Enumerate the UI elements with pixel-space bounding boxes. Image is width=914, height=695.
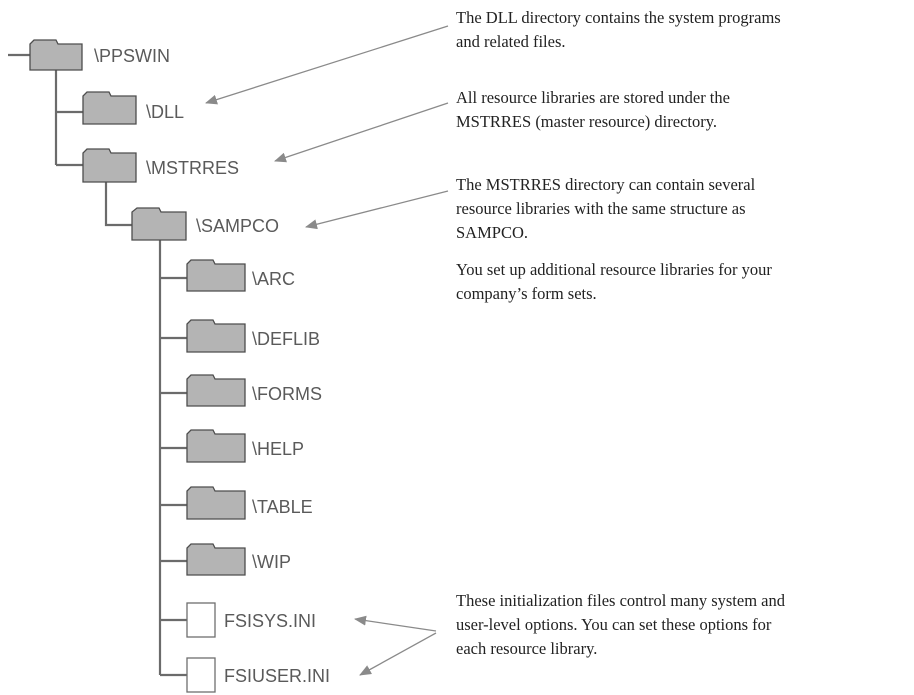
dll-annotation: The DLL directory contains the system pr… [456,8,785,51]
root-branch-line [54,70,83,167]
mstrres-folder-icon [82,148,137,183]
ini-annotation-line: user-level options. You can set these op… [456,615,772,634]
mstrres-callout-arrow [274,102,449,163]
mstrres-annotation: All resource libraries are stored under … [456,88,734,131]
arc-folder-icon [186,259,246,292]
dll-label: \DLL [146,102,184,122]
mstrres-annotation-line: All resource libraries are stored under … [456,88,730,107]
sampco-annotation: The MSTRRES directory can contain severa… [456,175,759,242]
arc-label: \ARC [252,269,295,289]
table-label: \TABLE [252,497,313,517]
fsiuser-callout-arrow [359,632,437,676]
sampco-callout-arrow [305,190,449,230]
setup-annotation-line: company’s form sets. [456,284,597,303]
folder-icons [29,39,246,576]
fsisys-file-icon [186,602,216,638]
ini-annotation-line: These initialization files control many … [456,591,786,610]
deflib-folder-icon [186,319,246,353]
annotations: The DLL directory contains the system pr… [456,8,789,658]
callout-arrows [205,25,449,676]
help-label: \HELP [252,439,304,459]
file-icons [186,602,216,693]
mstrres-annotation-line: MSTRRES (master resource) directory. [456,112,717,131]
fsiuser-file-icon [186,657,216,693]
ini-annotation-line: each resource library. [456,639,597,658]
dll-folder-icon [82,91,137,125]
forms-folder-icon [186,374,246,407]
sampco-annotation-line: SAMPCO. [456,223,528,242]
sampco-branch-line [158,240,187,677]
help-folder-icon [186,429,246,463]
sampco-label: \SAMPCO [196,216,279,236]
fsiuser-label: FSIUSER.INI [224,666,330,686]
ini-annotation: These initialization files control many … [456,591,789,658]
sampco-annotation-line: The MSTRRES directory can contain severa… [456,175,756,194]
tree-labels: \PPSWIN \DLL \MSTRRES \SAMPCO \ARC \DEFL… [94,46,330,686]
wip-label: \WIP [252,552,291,572]
dll-callout-arrow [205,25,449,105]
mstrres-branch-line [104,182,132,227]
setup-annotation: You set up additional resource libraries… [456,260,776,303]
forms-label: \FORMS [252,384,322,404]
deflib-label: \DEFLIB [252,329,320,349]
fsisys-label: FSISYS.INI [224,611,316,631]
wip-folder-icon [186,543,246,576]
dll-annotation-line: and related files. [456,32,566,51]
fsisys-callout-arrow [354,615,437,632]
ppswin-label: \PPSWIN [94,46,170,66]
sampco-folder-icon [131,207,187,241]
ppswin-folder-icon [29,39,83,71]
sampco-annotation-line: resource libraries with the same structu… [456,199,746,218]
setup-annotation-line: You set up additional resource libraries… [456,260,772,279]
dll-annotation-line: The DLL directory contains the system pr… [456,8,781,27]
tree-connectors [8,53,187,677]
mstrres-label: \MSTRRES [146,158,239,178]
table-folder-icon [186,486,246,520]
